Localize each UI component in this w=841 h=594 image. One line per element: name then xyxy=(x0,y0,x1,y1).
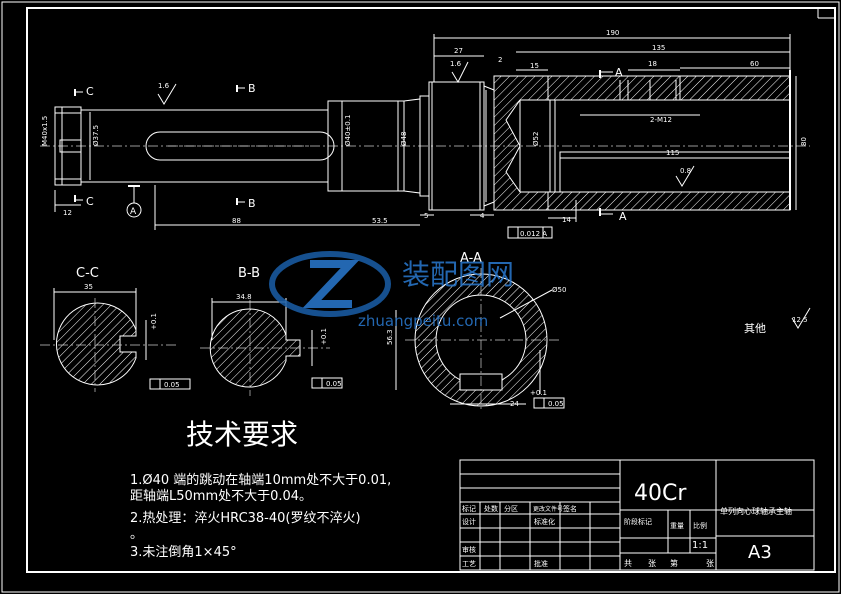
dim-60: 60 xyxy=(750,60,759,68)
tech-req-2: 2.热处理：淬火HRC38-40(罗纹不淬火) xyxy=(130,511,361,526)
inner-border xyxy=(26,7,836,573)
dim-cc-35: 35 xyxy=(84,283,93,291)
tb-change-doc: 更改文件号 xyxy=(533,505,563,513)
label-b-bottom: B xyxy=(248,197,256,210)
tb-approve: 批准 xyxy=(534,559,548,568)
dim-bb-tol-t: +0.1 xyxy=(320,328,328,345)
dim-115: 115 xyxy=(666,149,679,157)
tech-req-2-tail: 。 xyxy=(130,527,143,542)
dim-phi52: Ø52 xyxy=(532,132,540,146)
section-cc-title: C-C xyxy=(76,266,99,281)
dim-14: 14 xyxy=(562,216,571,224)
dim-aa-phi50: Ø50 xyxy=(552,286,566,294)
shaft-main-view xyxy=(40,70,810,211)
dim-total-length: 190 xyxy=(606,29,619,37)
part-name: 单列向心球轴承主轴 xyxy=(720,506,792,516)
label-c-top: C xyxy=(86,85,94,98)
dim-phi40: Ø40±0.1 xyxy=(344,115,352,146)
tb-count: 处数 xyxy=(484,504,498,513)
label-a-top: A xyxy=(615,66,623,79)
tb-sign: 签名 xyxy=(563,504,577,513)
section-cc xyxy=(40,288,191,392)
section-bb xyxy=(200,298,343,396)
watermark-url: zhuangpeitu.com xyxy=(358,312,488,330)
dim-12: 12 xyxy=(63,209,72,217)
tb-design: 设计 xyxy=(462,517,476,526)
dim-53-5: 53.5 xyxy=(372,217,388,225)
dim-cc-tol: 0.05 xyxy=(164,381,180,389)
dim-phi48: Ø48 xyxy=(400,132,408,146)
roughness-1-6-left: 1.6 xyxy=(158,82,170,90)
dim-2-m12: 2-M12 xyxy=(650,116,672,124)
tb-page: 第 xyxy=(670,558,678,568)
other-roughness-label: 其他 xyxy=(744,322,766,335)
tb-process: 工艺 xyxy=(462,560,476,568)
tb-weight: 重量 xyxy=(670,522,684,530)
main-dimension-lines xyxy=(54,34,797,230)
title-block xyxy=(459,459,815,571)
section-aa xyxy=(395,268,565,412)
label-a-bottom: A xyxy=(619,210,627,223)
tb-scale: 比例 xyxy=(693,521,707,530)
watermark-logo-icon xyxy=(302,260,360,308)
dim-aa-56-3: 56.3 xyxy=(386,329,394,345)
watermark: 装配图网 zhuangpeitu.com xyxy=(269,251,514,330)
tb-standardize: 标准化 xyxy=(534,517,555,526)
dim-88: 88 xyxy=(232,217,241,225)
dim-aa-tol-t: +0.1 xyxy=(530,389,547,397)
tech-req-3: 3.未注倒角1×45° xyxy=(130,545,237,560)
dim-80: 80 xyxy=(800,137,808,146)
dim-bb-34-8: 34.8 xyxy=(236,293,252,301)
tb-zone: 分区 xyxy=(504,504,518,513)
dim-15: 15 xyxy=(530,62,539,70)
tb-sheet2: 张 xyxy=(706,559,714,568)
dim-cc-tol-t: +0.1 xyxy=(150,313,158,330)
tech-req-1-line1: 1.Ø40 端的跳动在轴端10mm处不大于0.01, xyxy=(130,472,391,488)
sheet-size: A3 xyxy=(748,542,772,563)
dim-bb-tol: 0.05 xyxy=(326,380,342,388)
section-aa-title: A-A xyxy=(460,251,482,266)
other-roughness-value: 12.5 xyxy=(792,316,808,324)
tech-requirements-title: 技术要求 xyxy=(186,418,298,451)
tb-mark: 标记 xyxy=(462,504,476,513)
corner-mark xyxy=(817,8,835,19)
dim-2: 2 xyxy=(498,56,502,64)
tb-total: 共 xyxy=(624,559,632,568)
runout-tolerance: 0.012 A xyxy=(520,230,547,238)
tb-review: 审核 xyxy=(462,545,476,554)
dim-27: 27 xyxy=(454,47,463,55)
dim-aa-24: 24 xyxy=(510,400,519,408)
scale-value: 1:1 xyxy=(692,540,708,551)
tech-req-1-line2: 距轴端L50mm处不大于0.04。 xyxy=(130,489,312,504)
section-bb-title: B-B xyxy=(238,266,260,281)
label-b-top: B xyxy=(248,82,256,95)
tb-sheets: 张 xyxy=(648,559,656,568)
label-c-bottom: C xyxy=(86,195,94,208)
section-markers xyxy=(74,70,613,239)
dim-phi37-5: Ø37.5 xyxy=(92,125,100,146)
material: 40Cr xyxy=(634,481,687,506)
dim-aa-tol: 0.05 xyxy=(548,400,564,408)
dim-135: 135 xyxy=(652,44,665,52)
datum-label: A xyxy=(130,207,137,217)
dim-m40: M40x1.5 xyxy=(41,116,49,146)
dim-18: 18 xyxy=(648,60,657,68)
roughness-1-6-right: 1.6 xyxy=(450,60,462,68)
dim-4: 4 xyxy=(480,212,485,220)
dim-5: 5 xyxy=(424,212,428,220)
roughness-symbols xyxy=(157,61,811,329)
tb-stage-mark: 阶段标记 xyxy=(624,517,652,526)
watermark-brand: 装配图网 xyxy=(402,258,514,291)
roughness-0-8: 0.8 xyxy=(680,167,691,175)
